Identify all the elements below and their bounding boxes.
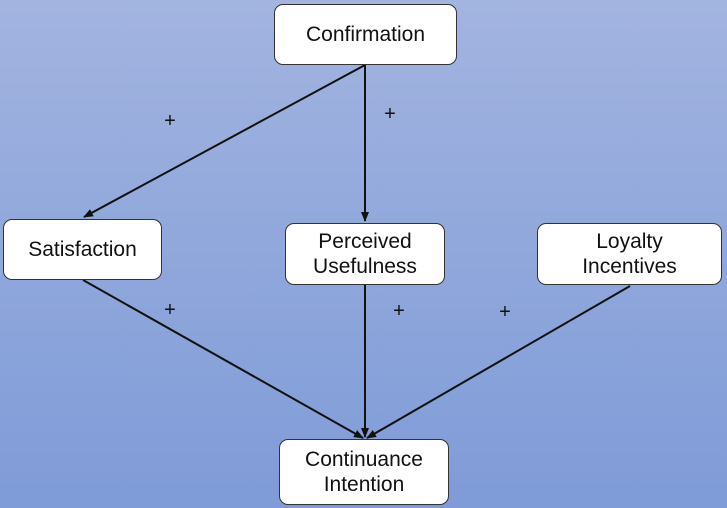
node-continuance-intention-line-2: Intention bbox=[323, 473, 405, 496]
node-perceived-usefulness-line-1: Perceived bbox=[318, 229, 412, 253]
edge-sign-confirmation-satisfaction: + bbox=[164, 110, 176, 132]
node-confirmation-label: Confirmation bbox=[305, 22, 426, 46]
node-perceived-usefulness-line-2: Usefulness bbox=[313, 255, 417, 278]
edge-confirmation-to-satisfaction bbox=[83, 64, 366, 218]
edge-sign-loyalty-incentives-continuance: + bbox=[499, 301, 511, 323]
node-loyalty-incentives-line-2: Incentives bbox=[582, 255, 677, 278]
node-perceived-usefulness: Perceived Usefulness bbox=[285, 223, 445, 285]
edge-satisfaction-to-continuance-intention bbox=[82, 279, 364, 439]
edge-sign-perceived-usefulness-continuance: + bbox=[393, 300, 405, 322]
node-loyalty-incentives-line-1: Loyalty bbox=[596, 229, 663, 253]
node-satisfaction: Satisfaction bbox=[3, 219, 162, 280]
edge-sign-confirmation-perceived-usefulness: + bbox=[384, 103, 396, 125]
node-loyalty-incentives: Loyalty Incentives bbox=[537, 223, 722, 285]
node-continuance-intention: Continuance Intention bbox=[279, 439, 449, 505]
edge-loyalty-incentives-to-continuance-intention bbox=[366, 285, 631, 439]
node-continuance-intention-line-1: Continuance bbox=[305, 447, 423, 471]
edge-sign-satisfaction-continuance: + bbox=[164, 299, 176, 321]
node-confirmation: Confirmation bbox=[274, 4, 457, 65]
node-satisfaction-label: Satisfaction bbox=[28, 237, 137, 261]
